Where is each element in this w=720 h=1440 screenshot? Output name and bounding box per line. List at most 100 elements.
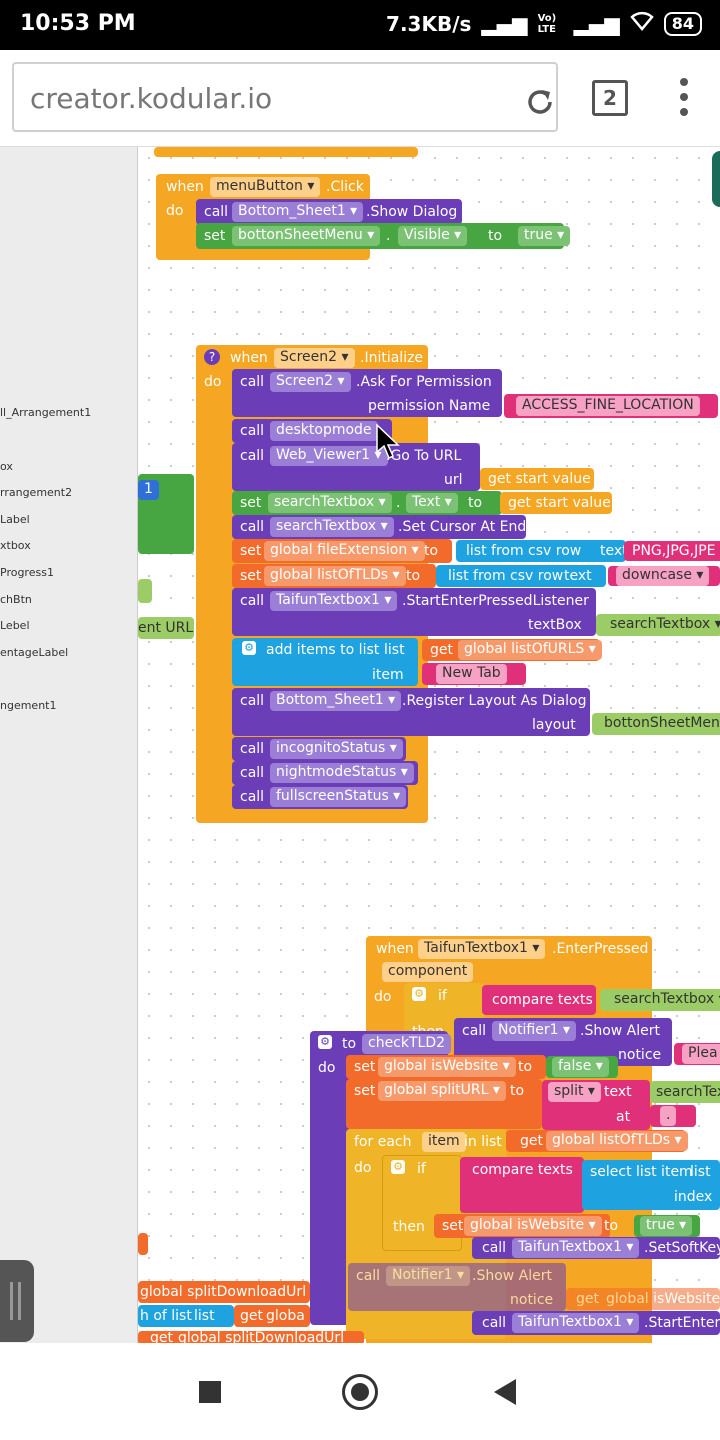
call-block[interactable]: call desktopmode: [232, 419, 392, 443]
add-items-block[interactable]: ⚙ add items to list list item: [232, 638, 418, 686]
procedure-name[interactable]: desktopmode: [270, 421, 378, 441]
call-block[interactable]: call TaifunTextbox1 .SetSoftKeyl: [472, 1237, 720, 1259]
component-name[interactable]: bottonSheetMenu: [604, 715, 720, 731]
text-value[interactable]: Plea: [682, 1044, 720, 1064]
text-value[interactable]: .: [660, 1106, 677, 1126]
text-block[interactable]: Plea: [674, 1043, 720, 1065]
boolean-block[interactable]: false: [546, 1056, 618, 1078]
partial-block[interactable]: global splitDownloadUrl: [138, 1281, 310, 1303]
call-block[interactable]: call TaifunTextbox1 .StartEnterP: [472, 1311, 720, 1335]
partial-block[interactable]: [712, 151, 720, 207]
gear-icon[interactable]: ⚙: [412, 987, 426, 1001]
tree-item[interactable]: ngement1: [0, 699, 57, 712]
get-global-block[interactable]: get global listOfTLDs: [506, 1130, 688, 1152]
variable-dropdown[interactable]: global listOfURLS: [458, 640, 602, 660]
partial-block[interactable]: [154, 147, 418, 157]
gear-icon[interactable]: ⚙: [242, 641, 256, 655]
variable-dropdown[interactable]: global splitURL: [378, 1081, 506, 1101]
tree-item[interactable]: xtbox: [0, 539, 31, 552]
component-block[interactable]: searchTex: [650, 1081, 720, 1103]
gear-icon[interactable]: ⚙: [391, 1160, 405, 1174]
component-dropdown[interactable]: searchTextbox: [268, 493, 392, 513]
reload-icon[interactable]: [522, 84, 558, 120]
get-block[interactable]: get start value: [480, 468, 594, 490]
dragging-get-block[interactable]: get global isWebsite: [566, 1288, 720, 1310]
component-dropdown[interactable]: TaifunTextbox1: [512, 1313, 640, 1333]
component-dropdown[interactable]: searchTextbox: [270, 517, 394, 537]
split-block[interactable]: split text at: [542, 1080, 650, 1130]
set-global-block[interactable]: set global isWebsite to: [434, 1214, 618, 1238]
text-block[interactable]: ACCESS_FINE_LOCATION: [504, 394, 718, 418]
set-global-block[interactable]: set global splitURL to: [346, 1079, 542, 1129]
component-dropdown[interactable]: TaifunTextbox1: [270, 591, 398, 611]
tree-item[interactable]: ll_Arrangement1: [0, 406, 92, 419]
call-block[interactable]: call incognitoStatus: [232, 737, 406, 761]
variable-dropdown[interactable]: global listOfTLDs: [546, 1131, 688, 1151]
property-dropdown[interactable]: Visible: [398, 226, 468, 246]
gear-icon[interactable]: ⚙: [318, 1035, 332, 1049]
property-dropdown[interactable]: Text: [406, 493, 458, 513]
component-dropdown[interactable]: Screen2: [270, 372, 351, 392]
component-dropdown[interactable]: Notifier1: [386, 1266, 470, 1286]
procedure-name-field[interactable]: checkTLD2: [362, 1034, 452, 1054]
call-block[interactable]: call fullscreenStatus: [232, 785, 408, 809]
tree-item[interactable]: ox: [0, 460, 13, 473]
variable-dropdown[interactable]: global isWebsite: [464, 1216, 602, 1236]
boolean-dropdown[interactable]: true: [518, 226, 571, 246]
get-global-block[interactable]: get global listOfURLS: [422, 639, 602, 661]
set-block[interactable]: set bottonSheetMenu . Visible to true: [196, 223, 571, 249]
component-dropdown[interactable]: TaifunTextbox1: [512, 1238, 640, 1258]
boolean-dropdown[interactable]: true: [640, 1216, 693, 1236]
procedure-dropdown[interactable]: nightmodeStatus: [270, 763, 414, 783]
tree-item[interactable]: chBtn: [0, 593, 32, 606]
component-dropdown[interactable]: Bottom_Sheet1: [232, 202, 364, 222]
address-bar[interactable]: creator.kodular.io: [12, 62, 558, 132]
tree-item[interactable]: rrangement2: [0, 486, 73, 499]
function-dropdown[interactable]: split: [548, 1082, 601, 1102]
component-dropdown[interactable]: menuButton: [210, 177, 321, 197]
component-block[interactable]: searchTextbox: [600, 989, 720, 1011]
variable-dropdown[interactable]: global listOfTLDs: [264, 566, 406, 586]
text-block[interactable]: .: [650, 1105, 696, 1127]
loop-variable[interactable]: item: [422, 1132, 466, 1152]
csv-row-block[interactable]: list from csv row text: [436, 565, 606, 587]
component-dropdown[interactable]: searchTextbox: [604, 615, 720, 635]
compare-texts-block[interactable]: compare texts: [460, 1157, 584, 1213]
partial-block[interactable]: [138, 579, 152, 603]
call-block-ask-permission[interactable]: call Screen2 .Ask For Permission permiss…: [232, 369, 502, 417]
boolean-dropdown[interactable]: false: [552, 1057, 609, 1077]
dragging-call-block-show-alert[interactable]: call Notifier1 .Show Alert notice: [348, 1263, 566, 1311]
component-block[interactable]: searchTextbox: [596, 614, 720, 636]
variable-dropdown[interactable]: global isWebsite: [378, 1057, 516, 1077]
set-global-block[interactable]: set global fileExtension to: [232, 539, 452, 563]
component-dropdown[interactable]: Screen2: [274, 348, 355, 368]
tab-count-button[interactable]: 2: [592, 80, 628, 116]
call-block-register-layout[interactable]: call Bottom_Sheet1 .Register Layout As D…: [232, 688, 590, 736]
procedure-dropdown[interactable]: incognitoStatus: [270, 739, 403, 759]
partial-block[interactable]: ent URL: [138, 617, 194, 639]
call-block-enter-pressed-listener[interactable]: call TaifunTextbox1 .StartEnterPressedLi…: [232, 588, 596, 636]
compare-texts-block[interactable]: compare texts: [482, 985, 596, 1015]
component-dropdown[interactable]: Web_Viewer1: [270, 446, 388, 466]
partial-block[interactable]: get globa: [234, 1305, 310, 1327]
param-chip[interactable]: component: [382, 962, 474, 982]
boolean-block[interactable]: true: [634, 1215, 700, 1237]
set-block[interactable]: set searchTextbox . Text to: [232, 491, 502, 515]
call-block-go-to-url[interactable]: call Web_Viewer1 .Go To URL url: [232, 443, 480, 491]
tree-item[interactable]: Label: [0, 513, 30, 526]
text-block[interactable]: PNG,JPG,JPE: [624, 541, 720, 561]
partial-block[interactable]: get global splitDownloadUrl: [138, 1330, 364, 1343]
call-block[interactable]: call Bottom_Sheet1 .Show Dialog: [196, 199, 462, 225]
blocks-workspace[interactable]: when menuButton .Click do call Bottom_Sh…: [138, 147, 720, 1343]
component-dropdown[interactable]: TaifunTextbox1: [418, 939, 546, 959]
component-dropdown[interactable]: searchTextbox: [608, 990, 720, 1010]
call-block[interactable]: call searchTextbox .Set Cursor At End: [232, 515, 526, 539]
downcase-block[interactable]: downcase: [608, 566, 720, 586]
drawer-handle[interactable]: [0, 1260, 34, 1342]
tree-item[interactable]: Progress1: [0, 566, 54, 579]
help-icon[interactable]: ?: [204, 349, 220, 365]
component-dropdown[interactable]: Bottom_Sheet1: [270, 691, 402, 711]
select-list-item-block[interactable]: select list item list index: [582, 1160, 720, 1210]
call-block[interactable]: call nightmodeStatus: [232, 761, 418, 785]
get-block[interactable]: get start value: [500, 492, 612, 514]
